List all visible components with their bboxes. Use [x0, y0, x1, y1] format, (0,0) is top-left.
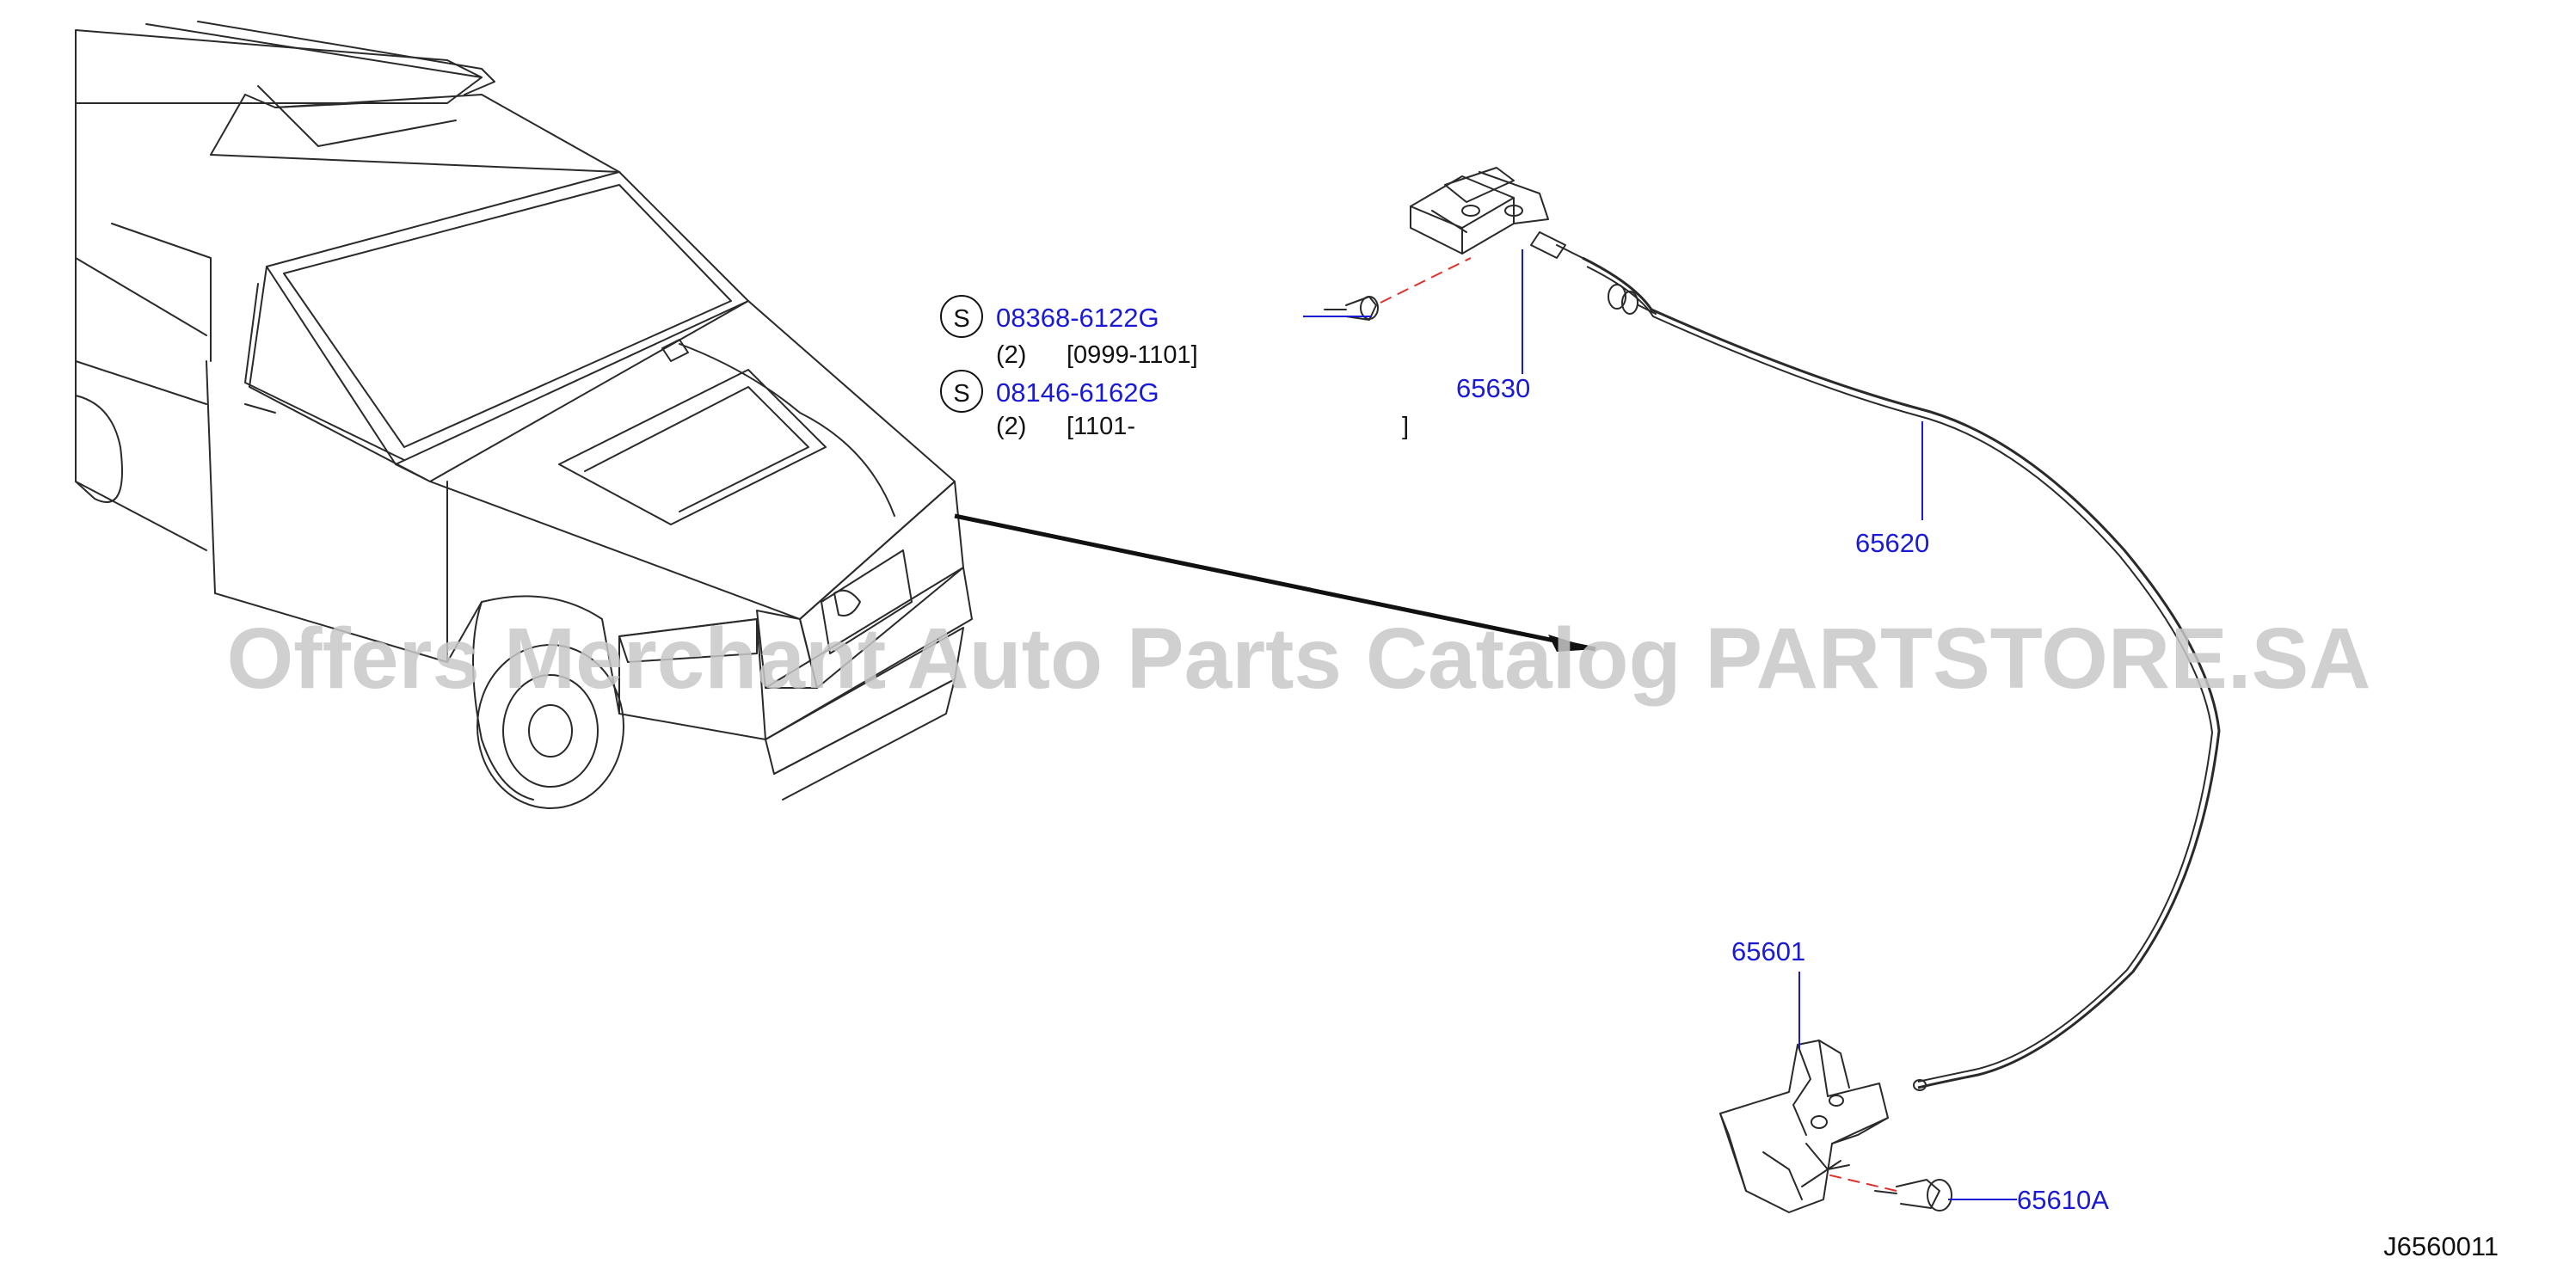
- hood-lock-control-illustration: [1410, 167, 1583, 259]
- cable-fittings: [1608, 284, 1927, 1091]
- service-symbol-circle: [940, 370, 983, 413]
- diagram-code: J6560011: [2383, 1231, 2499, 1261]
- screw-callout-1: S 08368-6122G (2) [0999-1101]: [940, 295, 1198, 369]
- date-range-note: [0999-1101]: [1067, 341, 1198, 369]
- screw-lower-illustration: [1874, 1179, 1952, 1212]
- date-range-close: ]: [1402, 413, 1409, 440]
- date-range-note: [1101-: [1067, 413, 1135, 440]
- hood-release-cable-inner: [1586, 266, 2214, 1083]
- service-symbol: S: [953, 305, 969, 333]
- hood-release-cable: [1582, 256, 2221, 1089]
- truck-illustration: [75, 21, 973, 809]
- screw-callout-2: S 08146-6162G (2) [1101- ]: [940, 370, 1409, 440]
- part-number-08368-6122G[interactable]: 08368-6122G: [996, 303, 1159, 333]
- leader-lines: [1303, 249, 2017, 1200]
- screw-lower-centerline: [1823, 1173, 1897, 1192]
- service-symbol-circle: [940, 295, 983, 338]
- screw-upper-illustration: [1324, 296, 1379, 321]
- part-number-65601[interactable]: 65601: [1731, 936, 1805, 966]
- hood-lock-illustration: [1719, 1040, 1889, 1213]
- part-number-08146-6162G[interactable]: 08146-6162G: [996, 377, 1159, 408]
- screw-upper-centerline: [1380, 257, 1472, 304]
- quantity-note: (2): [996, 413, 1026, 440]
- part-number-65620[interactable]: 65620: [1855, 528, 1929, 558]
- part-number-65630[interactable]: 65630: [1456, 373, 1530, 403]
- service-symbol: S: [953, 380, 969, 408]
- truck-to-latch-pointer: [954, 513, 1596, 652]
- pointer-arrowhead: [1548, 635, 1595, 652]
- quantity-note: (2): [996, 341, 1026, 369]
- watermark-text: Offers Merchant Auto Parts Catalog PARTS…: [227, 610, 2371, 707]
- part-number-65610A[interactable]: 65610A: [2017, 1185, 2109, 1215]
